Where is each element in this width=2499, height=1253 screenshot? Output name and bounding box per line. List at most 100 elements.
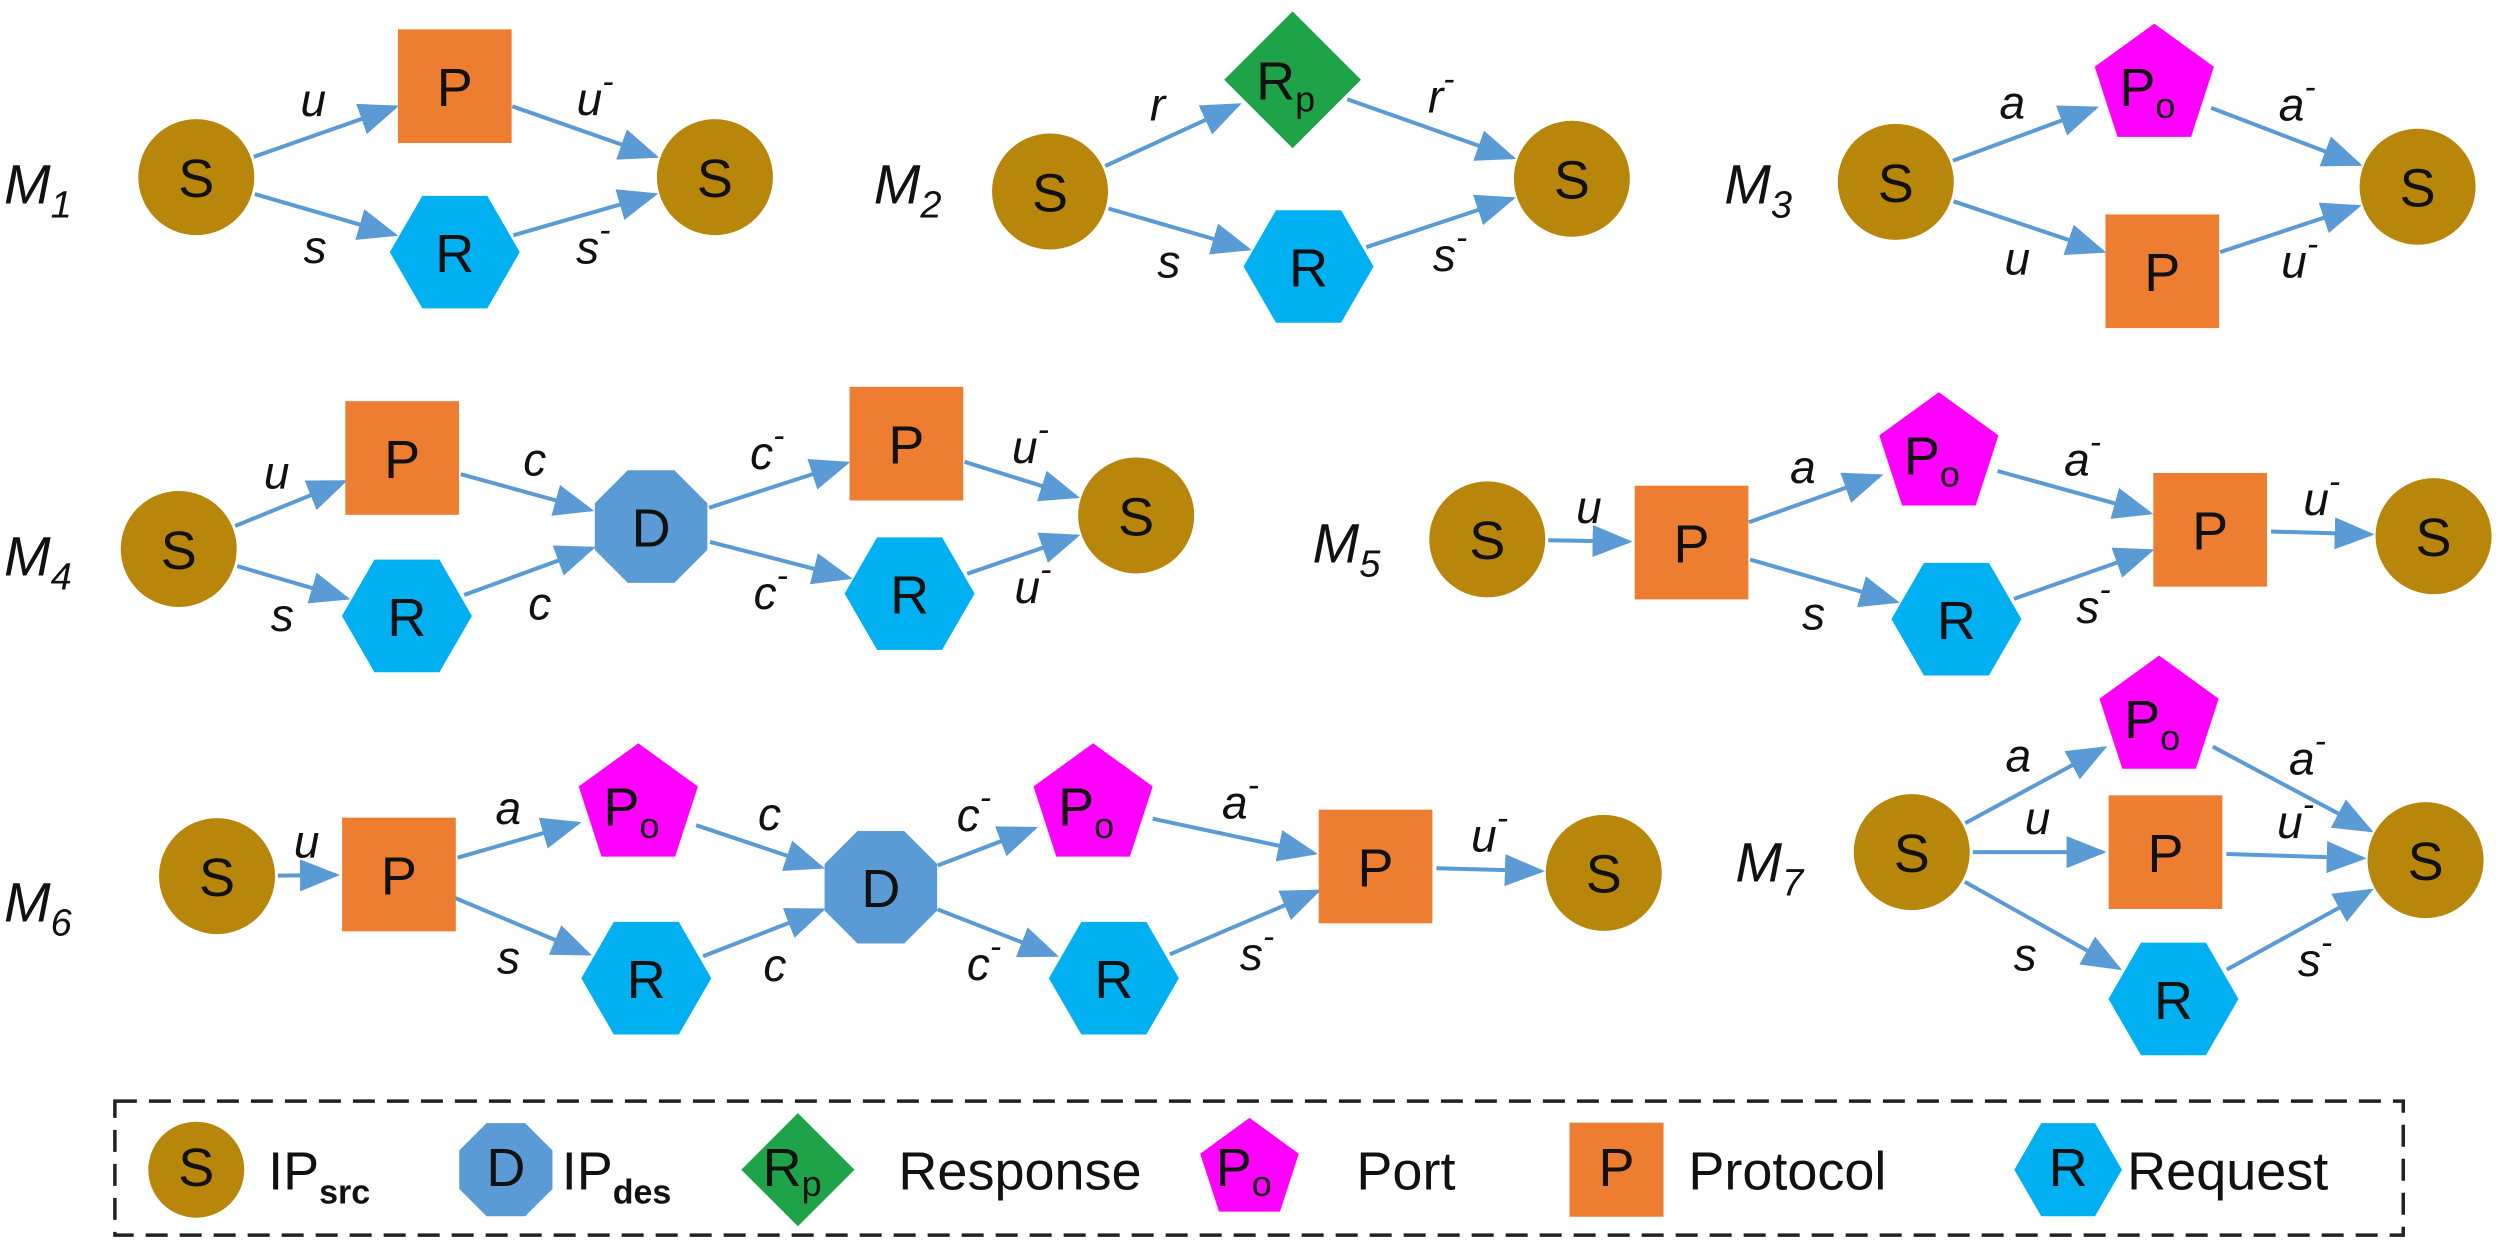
- legend-label-s: IPsrc: [268, 1142, 370, 1212]
- edge-s1-r: [1107, 206, 1252, 255]
- node-m7-p: P: [2108, 795, 2223, 909]
- node-subscript: o: [2160, 717, 2180, 758]
- edge-s1-rp: [1104, 103, 1242, 168]
- node-letter: P: [2192, 502, 2228, 562]
- node-letter: S: [1894, 824, 1930, 884]
- node-m2-rp: Rp: [1224, 11, 1361, 149]
- node-m6-p2: P: [1318, 809, 1433, 924]
- circle-shape: [2359, 128, 2476, 245]
- node-letter: S: [697, 149, 733, 209]
- node-letter: P: [2144, 243, 2180, 303]
- motif-label-m6: M6: [4, 871, 73, 945]
- node-m5-s1: S: [1429, 481, 1546, 598]
- node-letter: Po: [1216, 1138, 1272, 1204]
- edge-label-inverse-mark: -: [2303, 786, 2314, 824]
- hexagon-shape: [1048, 921, 1179, 1035]
- octagon-shape: [824, 830, 938, 944]
- node-m6-r2: R: [1048, 921, 1179, 1035]
- edge-label: a-: [1222, 767, 1259, 829]
- edge-label: r: [1150, 79, 1167, 131]
- edge-po-s2: [2210, 106, 2363, 167]
- node-m6-s2: S: [1545, 814, 1662, 931]
- node-m7-po: Po: [2099, 655, 2219, 769]
- circle-shape: [159, 818, 276, 935]
- edge-label-inverse-mark: -: [1497, 800, 1508, 838]
- edge-label-inverse-mark: -: [2304, 68, 2315, 106]
- edge-r1-d: [702, 908, 826, 959]
- legend-swatch-po: Po: [1200, 1117, 1299, 1212]
- edge-label: a-: [2289, 723, 2326, 785]
- node-subscript: o: [1940, 454, 1960, 495]
- node-m7-s1: S: [1853, 794, 1970, 911]
- node-subscript: o: [1094, 805, 1114, 846]
- edge-label: s: [304, 221, 327, 273]
- edge-r-s2: [512, 189, 659, 238]
- circle-shape: [2367, 802, 2484, 919]
- edge-label: c: [763, 939, 786, 991]
- pentagon-shape: [2094, 23, 2214, 137]
- node-letter: S: [178, 149, 214, 209]
- square-shape: [2105, 214, 2220, 329]
- node-letter: D: [632, 498, 671, 558]
- node-letter: R: [1289, 238, 1328, 298]
- node-subscript: o: [639, 805, 659, 846]
- hexagon-shape: [1243, 210, 1374, 323]
- edge-label: s: [1157, 235, 1180, 287]
- motif-label-subscript: 3: [1771, 184, 1792, 226]
- node-m4-d: D: [594, 470, 708, 583]
- edge-s1-p: [253, 103, 400, 159]
- edge-label: a-: [2064, 423, 2101, 485]
- node-m3-s1: S: [1837, 123, 1954, 240]
- square-shape: [342, 817, 456, 932]
- node-m7-r: R: [2108, 942, 2239, 1056]
- edge-label-inverse-mark: -: [980, 779, 991, 817]
- node-letter: S: [2400, 159, 2436, 219]
- edge-label: r-: [1428, 60, 1455, 122]
- edge-p-s2: [2226, 841, 2367, 874]
- node-m4-s2: S: [1078, 457, 1195, 574]
- edge-s1-r1: [236, 564, 351, 604]
- node-letter: S: [1878, 154, 1914, 214]
- node-letter: R: [627, 950, 666, 1010]
- node-letter: S: [199, 848, 235, 908]
- node-letter: P: [1358, 838, 1394, 898]
- node-letter: P: [888, 415, 924, 475]
- node-m6-s1: S: [159, 818, 276, 935]
- edge-label: a: [496, 782, 522, 834]
- motif-label-m2: M2: [874, 152, 942, 226]
- edge-label-inverse-mark: -: [777, 557, 788, 595]
- node-subscript: o: [1252, 1163, 1272, 1204]
- node-letter: R: [387, 588, 426, 648]
- edge-rp-s2: [1346, 97, 1517, 161]
- node-letter: S: [2408, 832, 2444, 892]
- hexagon-shape: [2108, 942, 2239, 1056]
- hexagon-shape: [1891, 562, 2022, 676]
- circle-shape: [1513, 120, 1630, 237]
- node-m3-p: P: [2105, 214, 2220, 329]
- square-shape: [397, 29, 512, 144]
- octagon-shape: [459, 1123, 553, 1217]
- legend-label-p: Protocol: [1688, 1142, 1886, 1202]
- node-m2-s2: S: [1513, 120, 1630, 237]
- node-subscript: o: [2155, 85, 2175, 126]
- edge-p2-s2: [2270, 517, 2375, 550]
- node-subscript: p: [1295, 79, 1315, 120]
- edge-label: u-: [577, 63, 614, 125]
- node-m2-s1: S: [992, 133, 1109, 250]
- edge-label: c-: [750, 417, 784, 479]
- edge-label: c-: [967, 928, 1001, 990]
- square-shape: [2153, 472, 2268, 587]
- pentagon-shape: [2099, 655, 2219, 769]
- edge-po2-p2: [1152, 816, 1319, 862]
- node-m5-po: Po: [1879, 392, 1999, 506]
- legend-swatch-s: S: [148, 1121, 245, 1218]
- edge-label: u: [1576, 481, 1602, 533]
- edge-label: a: [2000, 77, 2026, 129]
- edge-label-inverse-mark: -: [2329, 463, 2340, 501]
- edge-s1-p1: [234, 479, 348, 528]
- edge-po1-d: [695, 823, 825, 871]
- node-m1-s1: S: [138, 119, 255, 236]
- edge-r-p2: [2013, 547, 2155, 601]
